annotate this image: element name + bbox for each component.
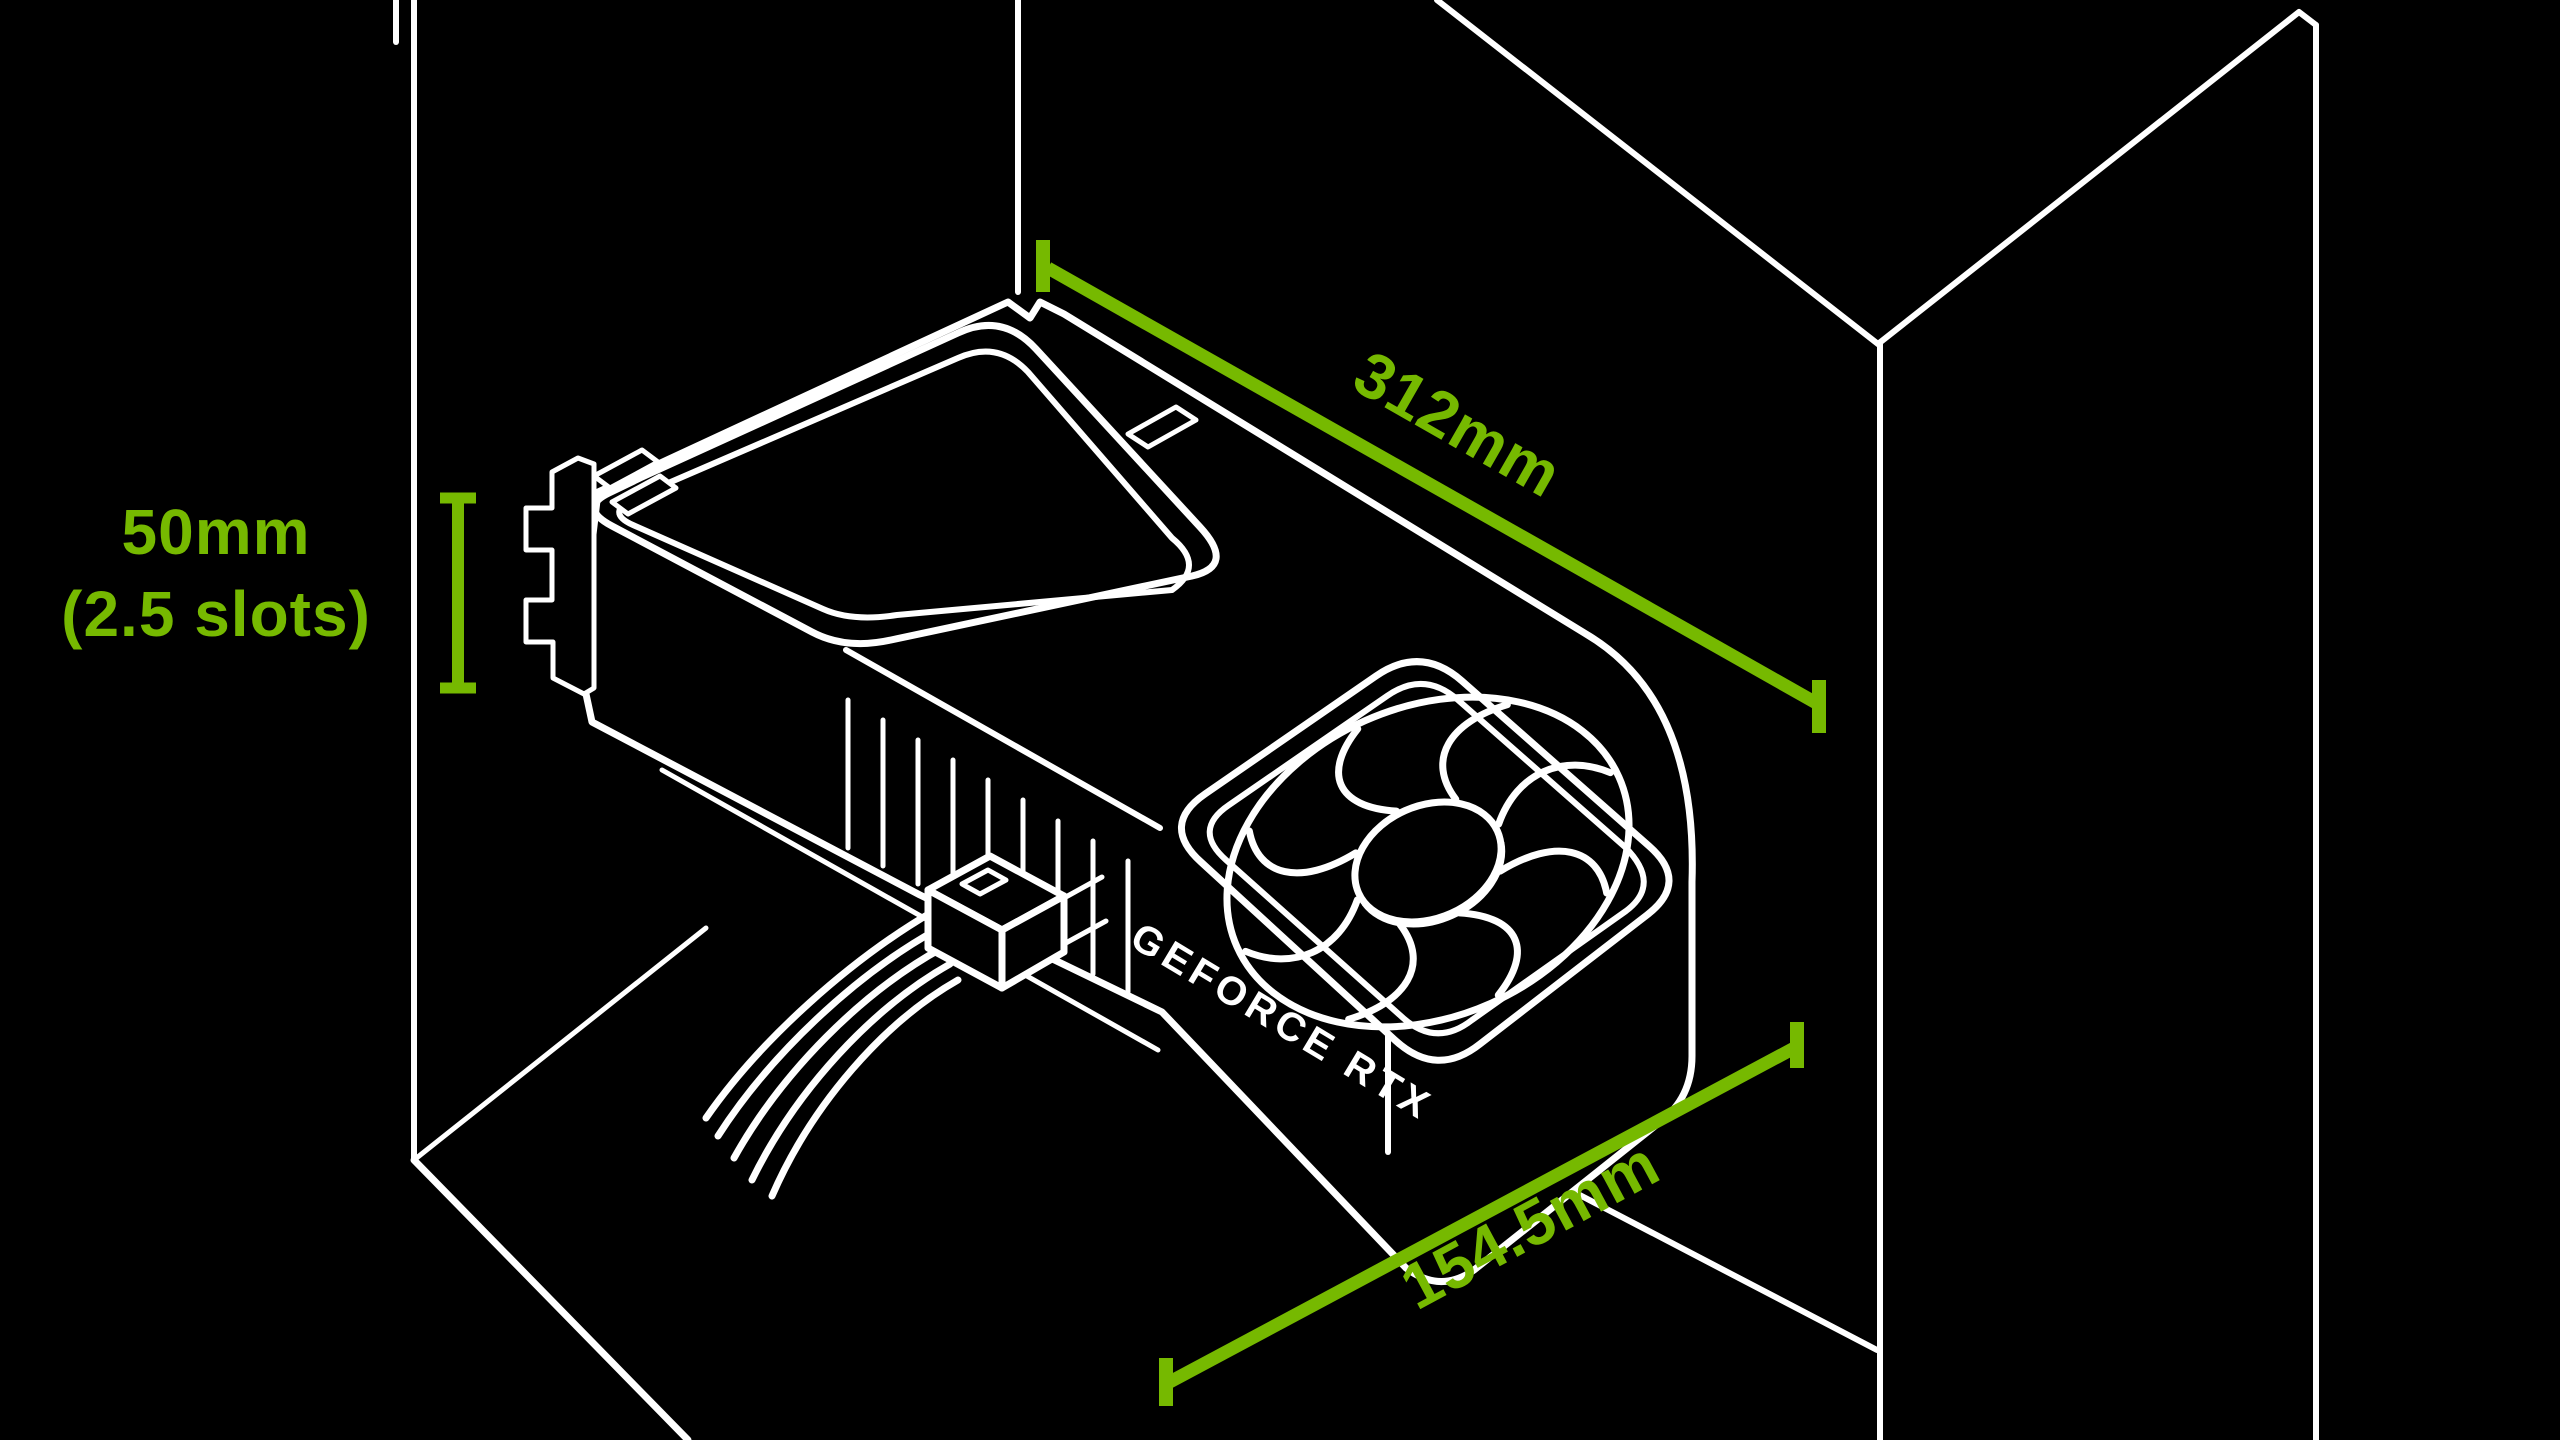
top-face-vent-detail — [1125, 404, 1199, 450]
power-cables — [702, 908, 962, 1200]
case-floor-left-junction — [411, 925, 709, 1163]
fan-shroud-inner-outline — [1206, 681, 1647, 1037]
dimension-length-line — [1044, 262, 1822, 710]
rear-vent-inner-outline — [616, 348, 1192, 621]
connector-socket-lines — [1061, 874, 1109, 947]
fan-hub-depth-line — [1364, 842, 1520, 946]
fan-rim — [1174, 636, 1682, 1089]
bracket-tab — [591, 447, 661, 491]
case-top-back-edge — [1434, 0, 1881, 347]
power-cable — [768, 976, 962, 1200]
pci-bracket-outline — [523, 455, 597, 697]
power-cable — [730, 944, 946, 1162]
rear-vent-outer-outline — [590, 321, 1220, 648]
dimension-height-sublabel: (2.5 slots) — [61, 578, 371, 650]
dimension-length-label: 312mm — [1342, 337, 1574, 512]
gpu-card: GEFORCE RTX — [523, 298, 1696, 1285]
connector-right-face — [998, 892, 1068, 992]
connector-latch — [959, 867, 1009, 897]
power-connector — [924, 852, 1109, 992]
case-floor-front-edge — [410, 1156, 692, 1440]
dimension-height: 50mm (2.5 slots) — [61, 492, 476, 694]
dimension-height-label: 50mm — [122, 496, 311, 568]
power-cable — [748, 960, 954, 1184]
fan-icon — [1174, 636, 1682, 1089]
fan-shroud — [1174, 636, 1682, 1089]
dimension-depth-line — [1162, 1040, 1802, 1390]
pci-bracket — [523, 447, 679, 697]
case-right-panel-top-edge — [1875, 9, 2319, 347]
bracket-tab — [609, 473, 679, 517]
power-cable — [714, 926, 940, 1140]
top-face-recess-edge — [843, 647, 1163, 831]
power-cable — [702, 908, 936, 1122]
side-face-inner-edge — [659, 767, 1161, 1053]
